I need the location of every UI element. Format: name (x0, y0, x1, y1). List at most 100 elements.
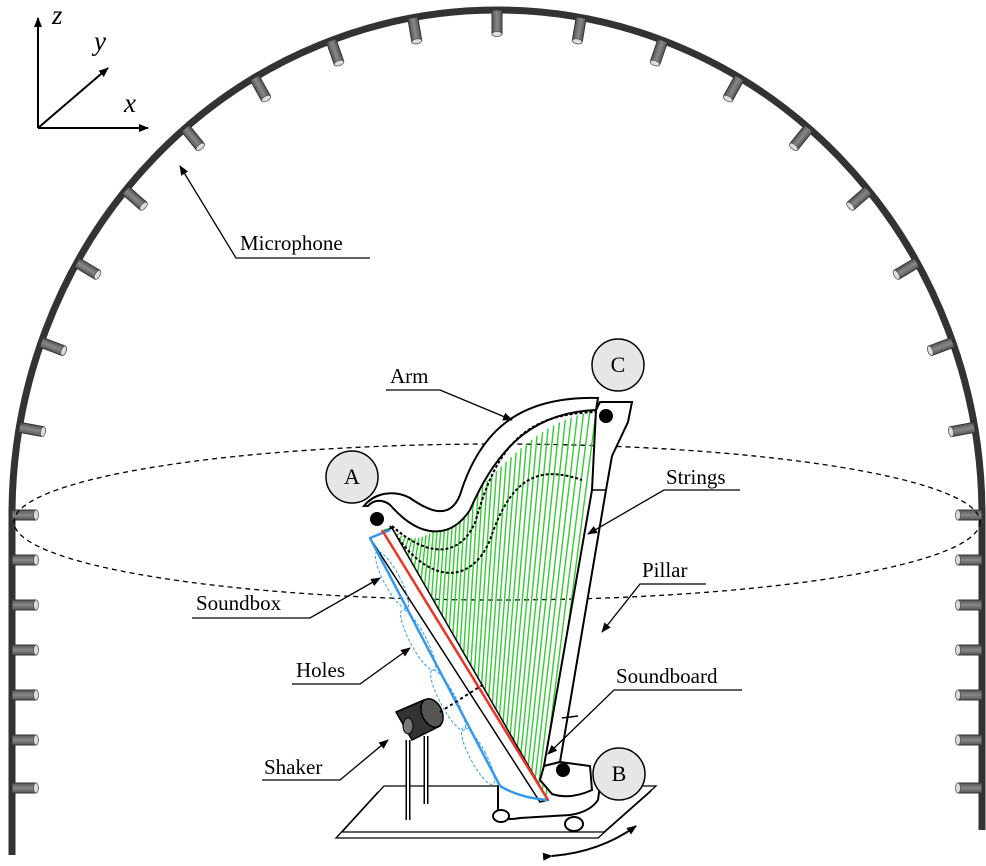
string-38 (520, 425, 555, 755)
microphone-leader (179, 165, 370, 259)
harp-arm (361, 396, 600, 533)
microphone-13 (789, 124, 814, 151)
arm-label: Arm (390, 364, 429, 388)
microphone-14 (846, 185, 873, 211)
string-24 (469, 485, 484, 672)
string-17 (444, 515, 454, 631)
rotation-arrow (542, 825, 637, 861)
arm-string-line-upper (391, 411, 597, 551)
pillar-leader (601, 583, 706, 633)
string-26 (476, 475, 493, 684)
soundboard-line (380, 529, 550, 801)
x-axis-label: x (123, 88, 136, 118)
microphone-5 (180, 124, 205, 151)
string-16 (440, 519, 450, 625)
soundboard-label: Soundboard (616, 664, 718, 688)
soundbox-label: Soundbox (196, 591, 282, 615)
string-19 (451, 507, 462, 643)
microphone-8 (407, 16, 423, 45)
microphone-17 (948, 421, 977, 438)
microphone-15 (892, 257, 921, 280)
microphone-6 (249, 74, 272, 103)
microphone-23 (11, 644, 39, 656)
microphone-29 (11, 782, 39, 794)
shaker-leader (262, 739, 389, 781)
microphone-array (11, 9, 983, 794)
string-31 (494, 452, 517, 714)
microphone-3 (73, 257, 102, 280)
microphone-7 (325, 38, 345, 67)
string-32 (498, 448, 522, 720)
string-42 (534, 415, 578, 779)
holes-label: Holes (296, 658, 345, 682)
point-a-marker (325, 450, 379, 504)
point-c-dot (599, 409, 613, 423)
microphone-1 (17, 421, 46, 438)
point-b-marker (592, 747, 646, 801)
strings-leader (587, 489, 740, 535)
string-41 (530, 417, 572, 773)
microphone-10 (571, 16, 587, 45)
string-25 (473, 480, 488, 678)
string-33 (502, 443, 528, 726)
string-21 (458, 499, 471, 655)
point-b-dot (556, 763, 570, 777)
point-c-label: C (611, 352, 626, 377)
microphone-27 (11, 734, 39, 746)
microphone-9 (491, 9, 503, 37)
microphone-25 (11, 689, 39, 701)
string-23 (466, 490, 479, 667)
harp-pillar (542, 401, 634, 768)
string-29 (487, 461, 507, 702)
point-a-label: A (344, 464, 360, 489)
microphone-28 (955, 734, 983, 746)
string-12 (426, 531, 435, 601)
holes-leader (292, 647, 411, 685)
string-27 (480, 471, 498, 690)
string-34 (505, 439, 533, 732)
z-axis-label: z (51, 0, 63, 30)
string-35 (509, 435, 538, 737)
microphone-0 (11, 509, 39, 521)
microphone-11 (649, 38, 669, 67)
measurement-plane-ellipse (13, 443, 981, 601)
microphone-26 (955, 689, 983, 701)
string-28 (484, 466, 503, 696)
microphone-4 (121, 185, 148, 211)
microphone-label: Microphone (240, 231, 343, 255)
string-15 (437, 522, 446, 619)
point-a-dot (370, 512, 384, 526)
y-axis-label: y (91, 26, 106, 56)
point-b-label: B (612, 761, 627, 786)
microphone-19 (11, 554, 39, 566)
string-43 (538, 413, 585, 785)
shaker (394, 683, 485, 820)
pillar-label: Pillar (642, 558, 688, 582)
string-36 (512, 432, 544, 743)
string-30 (491, 457, 512, 708)
soundboard-leader (547, 689, 742, 755)
microphone-30 (955, 782, 983, 794)
microphone-2 (38, 336, 68, 357)
shaker-label: Shaker (264, 755, 322, 779)
microphone-24 (955, 644, 983, 656)
string-18 (448, 511, 458, 637)
string-20 (455, 503, 466, 649)
label-leaders (179, 165, 742, 781)
y-axis (37, 67, 109, 129)
string-37 (516, 428, 549, 749)
coordinate-axes: z y x (34, 0, 149, 132)
string-14 (433, 525, 442, 613)
microphone-20 (955, 554, 983, 566)
arm-leader (386, 389, 513, 421)
microphone-12 (722, 74, 745, 103)
string-13 (430, 528, 438, 607)
string-39 (523, 422, 561, 761)
soundbox-leader (192, 577, 381, 619)
microphone-22 (955, 599, 983, 611)
string-40 (527, 419, 566, 767)
point-c-marker (591, 338, 645, 392)
arm-string-line-lower (389, 473, 583, 574)
